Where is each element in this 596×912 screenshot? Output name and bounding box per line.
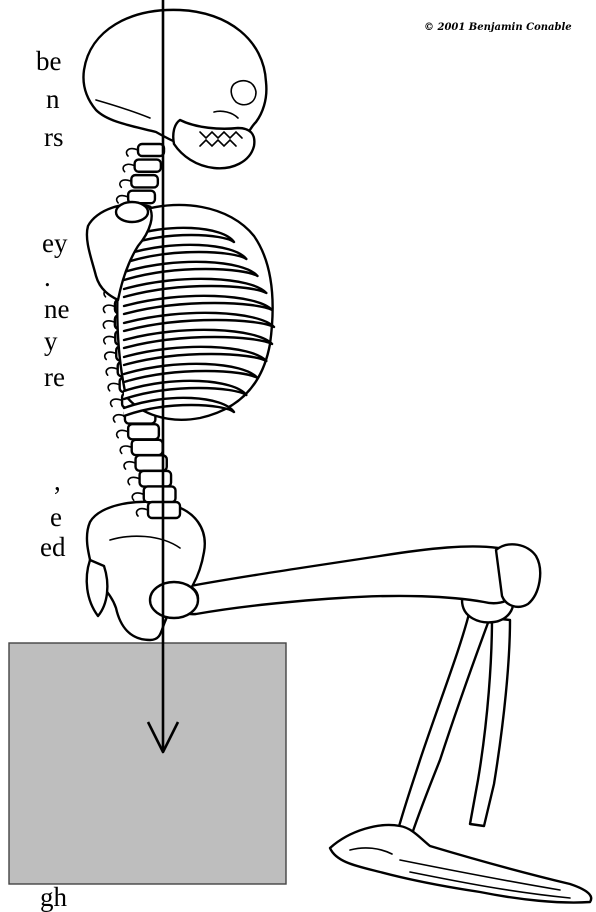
vertebra-process <box>103 305 115 312</box>
seat-block <box>9 643 286 884</box>
vertebra <box>135 160 161 172</box>
foot <box>330 825 591 903</box>
vertebra <box>138 144 164 156</box>
vertebra <box>132 440 163 455</box>
vertebra-process <box>104 337 116 344</box>
vertebra-process <box>108 383 120 390</box>
vertebra-process <box>126 149 138 156</box>
vertebra <box>128 424 159 439</box>
skull <box>84 10 267 168</box>
vertebra <box>140 471 171 487</box>
vertebra <box>131 175 158 187</box>
vertebra-process <box>106 368 118 375</box>
vertebra-process <box>132 493 144 500</box>
vertebra-process <box>124 462 136 469</box>
vertebra-process <box>123 164 135 171</box>
vertebra-process <box>120 446 132 453</box>
vertebra-process <box>103 321 115 328</box>
vertebra <box>144 486 176 502</box>
pelvis <box>87 502 205 640</box>
vertebra-process <box>105 352 117 359</box>
vertebra-process <box>120 180 132 187</box>
vertebra-process <box>117 430 129 437</box>
vertebra-process <box>128 477 140 484</box>
vertebra-process <box>111 399 123 406</box>
lower-leg <box>398 591 513 834</box>
